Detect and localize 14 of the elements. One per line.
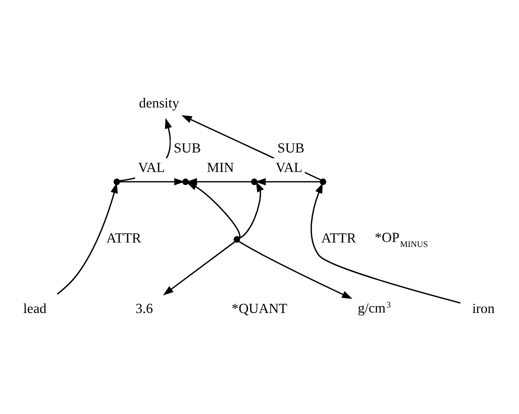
node-text: lead [23, 302, 46, 318]
node-text: density [139, 96, 180, 112]
edge-label: VAL [276, 161, 302, 176]
edge-label: SUB [174, 142, 201, 157]
label: *OP$_{MINUS}$ [374, 230, 428, 249]
edge-label: MIN [206, 161, 234, 176]
label: *QUANT [232, 302, 288, 318]
edge-label: ATTR [106, 232, 142, 247]
node-text: 3.6 [136, 302, 153, 318]
edge-label: VAL [138, 161, 165, 176]
node-text: iron [472, 302, 495, 318]
node-text: g/cm$^{3}$ [358, 299, 391, 316]
edge-label: ATTR [321, 232, 356, 247]
edge-label: SUB [277, 142, 304, 157]
